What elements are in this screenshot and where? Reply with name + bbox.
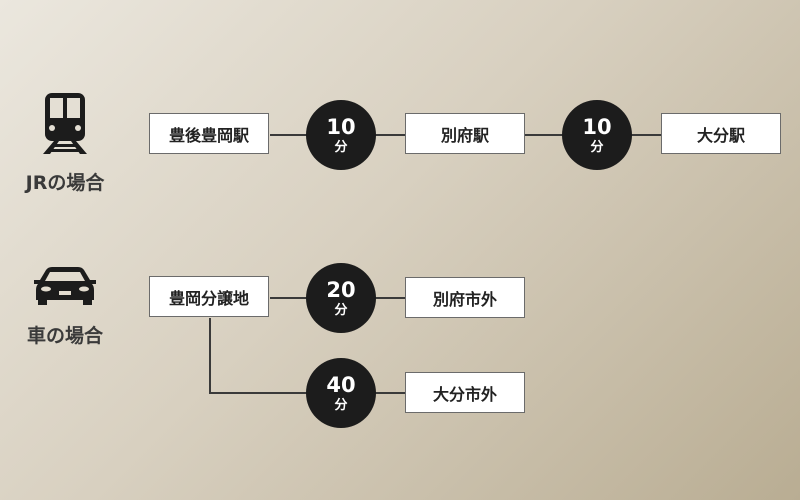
time-unit: 分 xyxy=(334,139,348,155)
car-label: 車の場合 xyxy=(26,325,103,347)
connector-line xyxy=(209,318,211,394)
car-icon xyxy=(34,267,96,305)
train-icon xyxy=(43,93,87,154)
station-oita: 大分駅 xyxy=(661,113,781,154)
jr-label: JRの場合 xyxy=(25,172,105,194)
time-value: 10 xyxy=(326,114,356,139)
time-value: 40 xyxy=(326,372,356,397)
destination-oita-city: 大分市外 xyxy=(405,372,525,413)
destination-beppu-city: 別府市外 xyxy=(405,277,525,318)
time-value: 20 xyxy=(326,277,356,302)
origin-toyooka-subdivision: 豊岡分譲地 xyxy=(149,276,269,317)
time-value: 10 xyxy=(582,114,612,139)
station-beppu: 別府駅 xyxy=(405,113,525,154)
time-unit: 分 xyxy=(334,397,348,413)
station-bungo-toyooka: 豊後豊岡駅 xyxy=(149,113,269,154)
time-unit: 分 xyxy=(334,302,348,318)
time-unit: 分 xyxy=(590,139,604,155)
